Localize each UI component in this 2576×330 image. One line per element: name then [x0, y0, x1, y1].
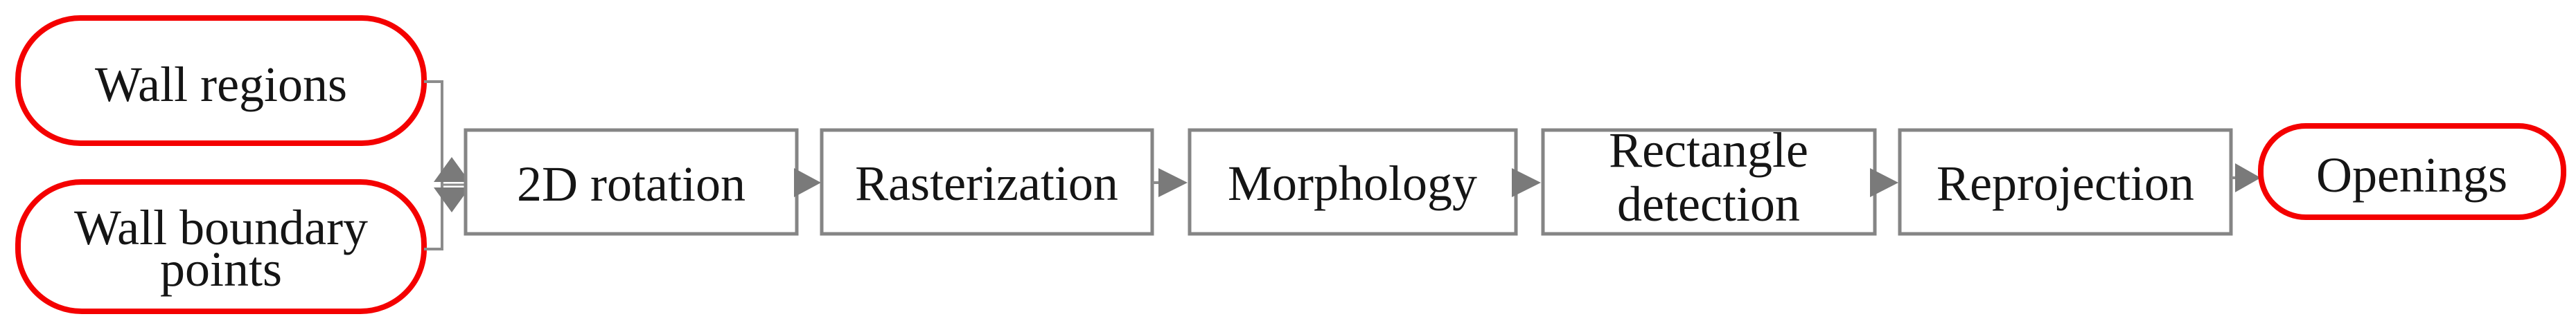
node-wall-regions: Wall regions [15, 15, 427, 146]
rectangle-detection-label-line2: detection [1617, 176, 1800, 232]
2d-rotation-label: 2D rotation [517, 156, 746, 212]
wall-boundary-points-label-line2: points [160, 241, 282, 297]
node-rasterization: Rasterization [820, 128, 1154, 236]
rectangle-detection-label-line1: Rectangle [1609, 122, 1808, 178]
merge-elbow-line [424, 80, 443, 250]
wall-regions-label: Wall regions [95, 57, 347, 112]
morphology-label: Morphology [1228, 156, 1477, 211]
arrow-3 [1512, 168, 1541, 197]
rasterization-label: Rasterization [855, 156, 1118, 211]
node-wall-boundary-points: Wall boundary points [15, 179, 427, 314]
merge-arrow-down-icon [434, 157, 470, 182]
rectangle-detection-shape [1541, 128, 1877, 236]
wall-boundary-points-shape [15, 179, 427, 314]
node-2d-rotation: 2D rotation [464, 128, 799, 236]
reprojection-label: Reprojection [1937, 156, 2194, 211]
2d-rotation-shape [464, 128, 799, 236]
arrow-1 [794, 168, 821, 197]
arrow-right-icon [1158, 168, 1188, 197]
node-reprojection: Reprojection [1898, 128, 2233, 236]
node-rectangle-detection: Rectangle detection [1541, 122, 1877, 236]
rasterization-shape [820, 128, 1154, 236]
arrow-4 [1870, 168, 1898, 197]
arrow-right-icon [2235, 163, 2261, 192]
openings-shape [2258, 123, 2566, 220]
morphology-shape [1188, 128, 1518, 236]
arrow-5 [2231, 163, 2261, 192]
arrow-2 [1152, 168, 1188, 197]
arrow-right-icon [1870, 168, 1898, 197]
openings-label: Openings [2316, 147, 2507, 203]
arrow-right-icon [794, 168, 821, 197]
node-openings: Openings [2258, 123, 2566, 220]
merge-arrow-up-icon [434, 187, 470, 212]
wall-boundary-points-label-line1: Wall boundary [74, 200, 368, 255]
reprojection-shape [1898, 128, 2233, 236]
node-morphology: Morphology [1188, 128, 1518, 236]
arrow-right-icon [1512, 168, 1541, 197]
merge-connector [424, 80, 470, 250]
